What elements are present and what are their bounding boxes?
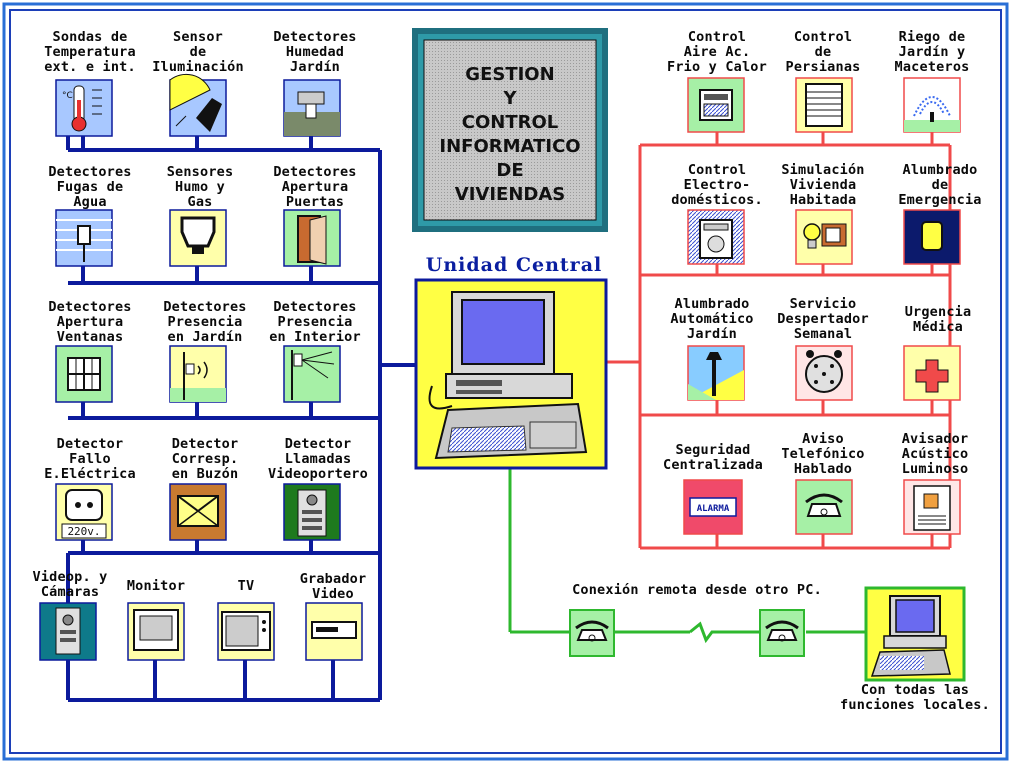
bulb-tv-icon[interactable] <box>795 209 853 265</box>
title-line: GESTION <box>465 64 555 85</box>
label-wakeup-service: Servicio Despertador Semanal <box>777 296 869 342</box>
label-medical-emergency: Urgencia Médica <box>904 304 972 335</box>
outlet-caption: 220v. <box>67 525 100 538</box>
garden-lamp-icon[interactable] <box>687 345 745 401</box>
telephone-icon[interactable] <box>795 479 853 535</box>
blinds-icon[interactable] <box>795 77 853 133</box>
label-water-leak: Detectores Fugas de Agua <box>48 164 132 210</box>
remote-connection-label: Conexión remota desde otro PC. <box>572 582 822 598</box>
title-line: INFORMATICO <box>439 136 581 157</box>
monitor-icon[interactable] <box>127 602 185 661</box>
label-indoor-presence: Detectores Presencia en Interior <box>269 299 361 345</box>
tv-icon[interactable] <box>217 602 275 661</box>
appliance-icon[interactable] <box>687 209 745 265</box>
remote-phone-remote <box>759 609 805 657</box>
indoor-presence-icon[interactable] <box>283 345 341 403</box>
label-temperature-probes: Sondas de Temperatura ext. e int. <box>44 29 136 75</box>
central-unit-label: Unidad Central <box>425 254 603 276</box>
label-tv: TV <box>237 578 255 594</box>
remote-phone-local <box>569 609 615 657</box>
label-vcr: Grabador Video <box>299 571 367 602</box>
svg-text:°C: °C <box>62 91 73 101</box>
label-blinds: Control de Persianas <box>785 29 861 75</box>
light-sensor-icon[interactable] <box>169 73 227 137</box>
label-garden-lighting: Alumbrado Automático Jardín <box>670 296 754 342</box>
title-box <box>412 28 608 232</box>
mailbox-icon[interactable] <box>169 483 227 541</box>
label-occupancy-simulation: Simulación Vivienda Habitada <box>781 162 865 208</box>
camera-intercom-icon[interactable] <box>39 602 97 661</box>
air-conditioner-icon[interactable] <box>687 77 745 133</box>
inner-border <box>9 9 1002 754</box>
label-windows: Detectores Apertura Ventanas <box>48 299 132 345</box>
alarm-caption: ALARMA <box>697 504 730 514</box>
title-line: CONTROL <box>461 112 559 133</box>
smoke-gas-sensor-icon[interactable] <box>169 209 227 267</box>
label-monitor: Monitor <box>126 578 186 594</box>
remote-computer[interactable] <box>864 586 966 682</box>
label-cameras: Videop. y Cámaras <box>32 569 108 600</box>
label-security: Seguridad Centralizada <box>663 442 763 473</box>
window-icon[interactable] <box>55 345 113 403</box>
remote-pc-caption: Con todas las funciones locales. <box>840 682 990 713</box>
label-siren: Avisador Acústico Luminoso <box>901 431 969 477</box>
label-light-sensor: Sensor de Iluminación <box>152 29 244 75</box>
title-line: DE <box>496 160 524 181</box>
alarm-clock-icon[interactable] <box>795 345 853 401</box>
power-outlet-icon[interactable]: 220v. <box>55 483 113 541</box>
left-bus-lines <box>66 136 416 702</box>
door-icon[interactable] <box>283 209 341 267</box>
label-videoportero: Detector Llamadas Videoportero <box>268 436 368 482</box>
label-humidity: Detectores Humedad Jardín <box>273 29 357 75</box>
siren-icon[interactable] <box>903 479 961 535</box>
label-doors: Detectores Apertura Puertas <box>273 164 357 210</box>
central-computer[interactable] <box>414 278 608 470</box>
garden-presence-icon[interactable] <box>169 345 227 403</box>
video-intercom-icon[interactable] <box>283 483 341 541</box>
label-power-failure: Detector Fallo E.Eléctrica <box>44 436 136 482</box>
humidity-sensor-icon[interactable] <box>283 79 341 137</box>
label-air-conditioning: Control Aire Ac. Frio y Calor <box>667 29 767 75</box>
remote-line <box>508 466 866 644</box>
title-text: GESTION Y CONTROL INFORMATICO DE VIVIEND… <box>430 50 590 220</box>
label-smoke-gas: Sensores Humo y Gas <box>166 164 234 210</box>
title-line: Y <box>503 88 517 109</box>
vcr-icon[interactable] <box>305 602 363 661</box>
label-phone-alert: Aviso Telefónico Hablado <box>781 431 865 477</box>
alarm-panel-icon[interactable]: ALARMA <box>683 479 743 535</box>
label-mailbox: Detector Corresp. en Buzón <box>171 436 239 482</box>
thermometer-icon[interactable]: °C <box>55 79 113 137</box>
label-emergency-lighting: Alumbrado de Emergencia <box>898 162 982 208</box>
emergency-light-icon[interactable] <box>903 209 961 265</box>
label-garden-presence: Detectores Presencia en Jardín <box>163 299 247 345</box>
label-appliances: Control Electro- domésticos. <box>671 162 763 208</box>
medical-cross-icon[interactable] <box>903 345 961 401</box>
water-leak-icon[interactable] <box>55 209 113 267</box>
title-line: VIVIENDAS <box>454 184 566 205</box>
label-irrigation: Riego de Jardín y Maceteros <box>894 29 970 75</box>
sprinkler-icon[interactable] <box>903 77 961 133</box>
